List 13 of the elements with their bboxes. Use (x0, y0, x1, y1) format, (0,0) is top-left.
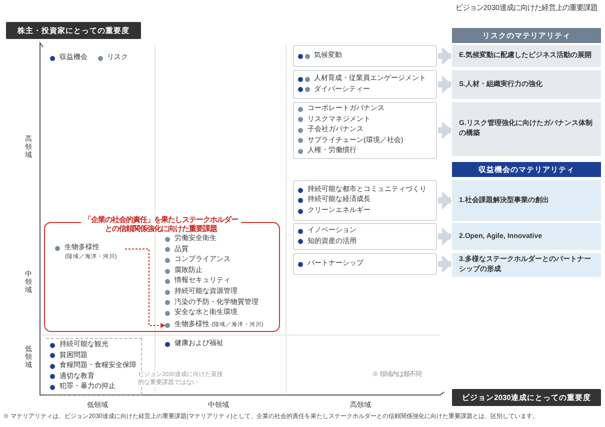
dashed-arrow (124, 248, 166, 328)
chevron-arrow (438, 121, 452, 140)
issue-list-box (293, 253, 437, 275)
chevron-arrow (438, 228, 452, 246)
issue-list-box (293, 223, 437, 250)
chevron-arrow (438, 255, 452, 273)
issue-list-box (293, 180, 437, 221)
issue-list-box (293, 70, 437, 99)
chevron-arrow (438, 47, 452, 65)
chevron-arrow (438, 76, 452, 94)
chevron-arrow (438, 192, 452, 210)
issue-list-box (293, 102, 437, 158)
issue-list-box (293, 45, 437, 67)
